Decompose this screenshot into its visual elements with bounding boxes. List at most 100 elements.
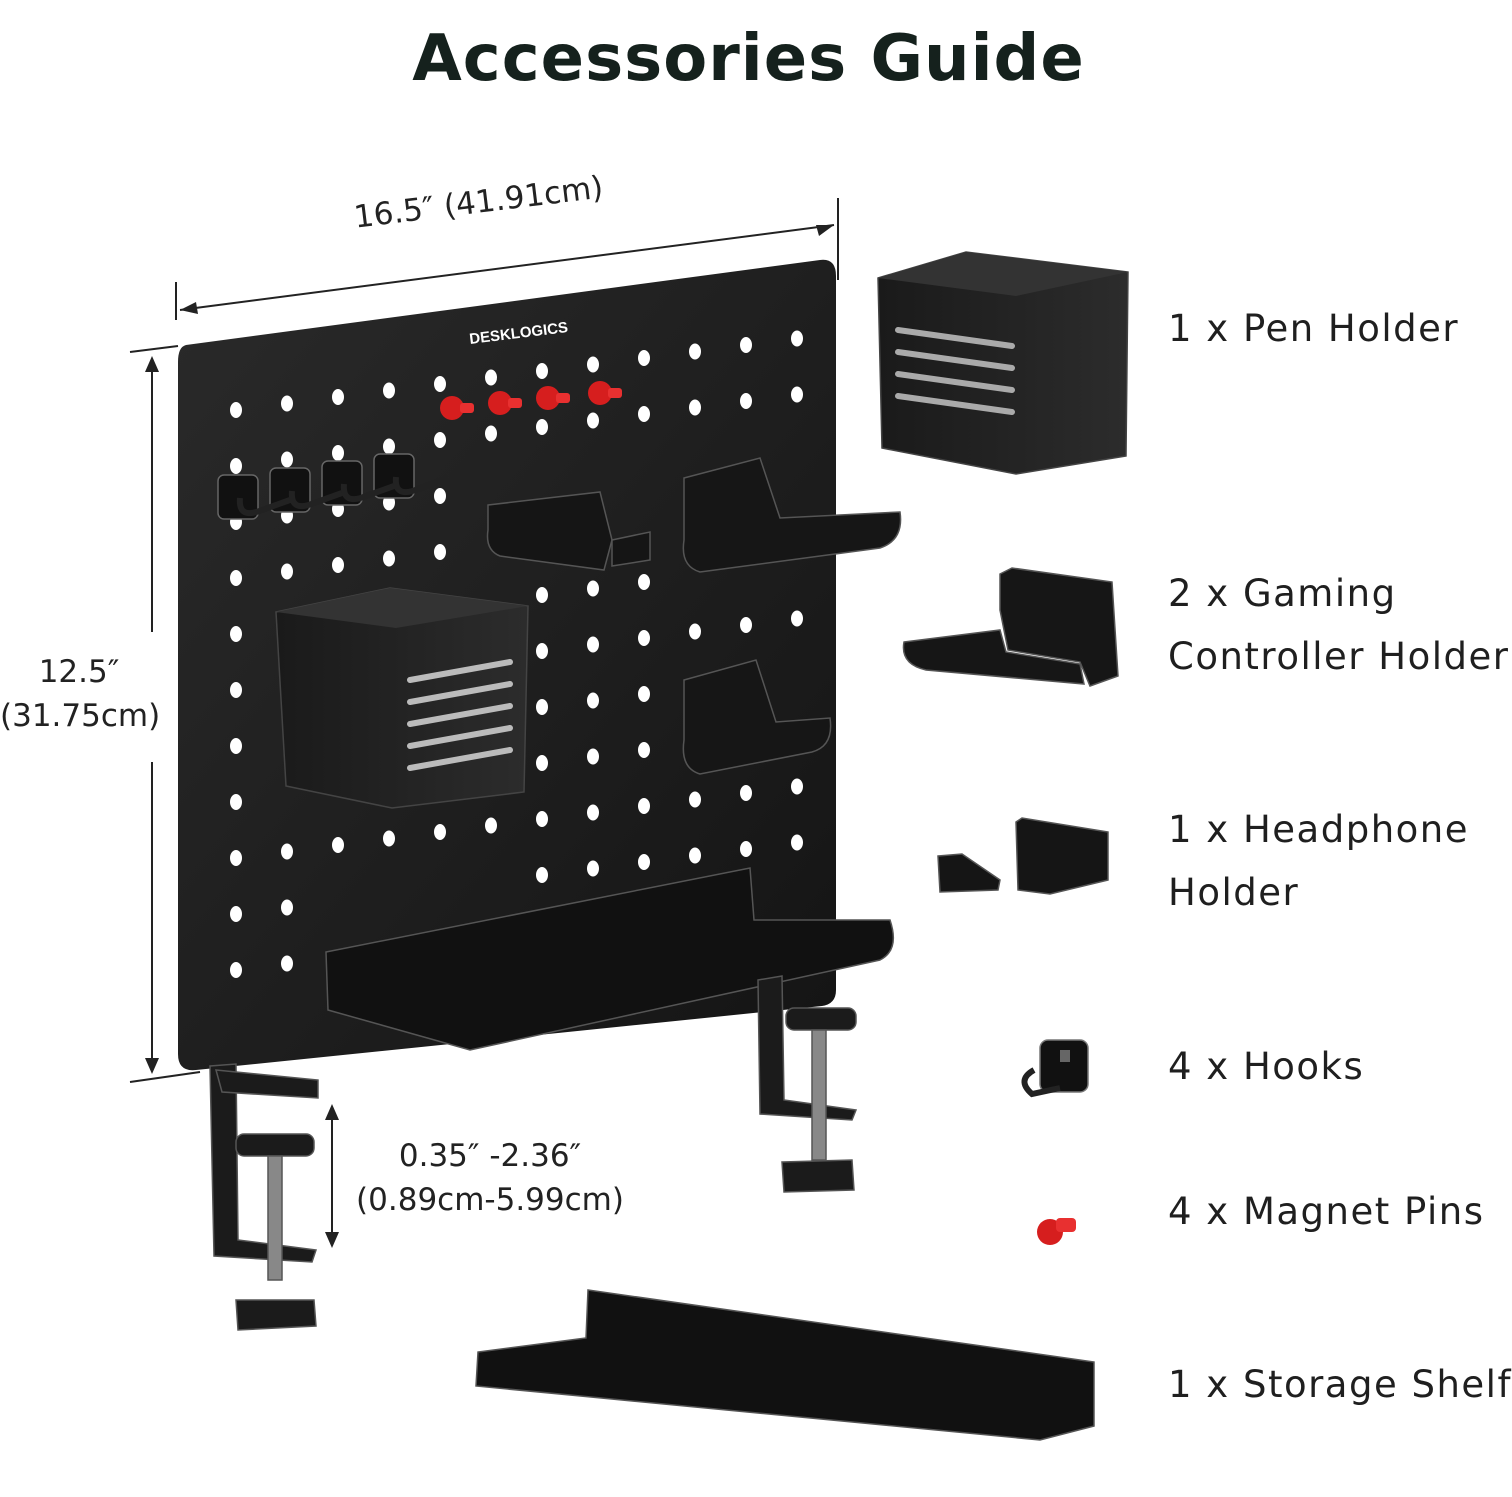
peg-hole: [230, 570, 242, 586]
board-storage-shelf: [325, 867, 895, 1051]
peg-hole: [740, 393, 752, 409]
peg-hole: [791, 834, 803, 851]
peg-hole: [638, 798, 650, 814]
height-dimension-line1: 12.5″: [38, 654, 120, 690]
peg-hole: [281, 451, 293, 468]
peg-hole: [638, 854, 650, 870]
peg-hole: [230, 906, 242, 922]
clamp-range-label: 0.35″ -2.36″ (0.89cm-5.99cm): [350, 1134, 630, 1222]
magnet-pin-icon: [1037, 1218, 1076, 1245]
accessory-text: 4 x Hooks: [1168, 1045, 1365, 1088]
peg-hole: [638, 686, 650, 702]
peg-hole: [689, 847, 701, 864]
pen-holder-icon: [877, 251, 1129, 475]
board-controller-holder-bottom: [682, 659, 832, 775]
board-hooks: [217, 453, 450, 520]
peg-hole: [638, 350, 650, 366]
accessory-text: Controller Holder: [1168, 635, 1510, 678]
board-magnet-pins: [440, 381, 622, 420]
height-dimension-label: 12.5″ (31.75cm): [0, 650, 161, 738]
peg-hole: [332, 445, 344, 461]
accessory-label-magnet-pins: 4 x Magnet Pins: [1168, 1180, 1485, 1243]
peg-hole: [536, 699, 548, 715]
peg-hole: [638, 406, 650, 422]
peg-hole: [587, 636, 599, 653]
peg-hole: [536, 755, 548, 771]
peg-hole: [281, 843, 293, 860]
peg-hole: [332, 837, 344, 853]
peg-hole: [689, 791, 701, 808]
peg-hole: [383, 382, 395, 399]
peg-hole: [281, 955, 293, 972]
peg-hole: [230, 458, 242, 474]
board-headphone-holder: [486, 491, 651, 571]
clamp-range-line2: (0.89cm-5.99cm): [356, 1182, 624, 1218]
peg-hole: [434, 824, 446, 840]
page-title: Accessories Guide: [412, 22, 1085, 96]
peg-hole: [434, 544, 446, 560]
peg-hole: [230, 402, 242, 418]
peg-hole: [587, 748, 599, 765]
peg-hole: [281, 899, 293, 916]
accessory-label-controller-holder: 2 x Gaming Controller Holder: [1168, 562, 1509, 688]
peg-hole: [587, 692, 599, 709]
peg-hole: [791, 386, 803, 403]
peg-hole: [485, 369, 497, 386]
peg-hole: [587, 412, 599, 429]
peg-hole: [587, 356, 599, 373]
peg-hole: [740, 617, 752, 633]
peg-hole: [383, 438, 395, 455]
peg-hole: [230, 962, 242, 978]
peg-hole: [791, 610, 803, 627]
peg-hole: [536, 363, 548, 379]
headphone-holder-icon: [937, 817, 1109, 895]
peg-hole: [791, 778, 803, 795]
peg-hole: [230, 682, 242, 698]
controller-holder-icon: [902, 567, 1119, 687]
peg-hole: [587, 804, 599, 821]
peg-hole: [485, 425, 497, 442]
peg-hole: [383, 830, 395, 847]
accessory-text: Holder: [1168, 871, 1300, 914]
accessory-label-pen-holder: 1 x Pen Holder: [1168, 297, 1459, 360]
peg-hole: [638, 742, 650, 758]
peg-hole: [536, 811, 548, 827]
accessory-text: 1 x Storage Shelf: [1168, 1363, 1512, 1406]
accessory-label-headphone-holder: 1 x Headphone Holder: [1168, 798, 1469, 924]
peg-hole: [638, 630, 650, 646]
hook-icon: [1021, 1039, 1089, 1098]
height-dimension-line: [129, 345, 201, 1083]
accessory-text: 1 x Headphone: [1168, 808, 1469, 851]
height-dimension-line2: (31.75cm): [0, 698, 161, 734]
peg-hole: [230, 738, 242, 754]
peg-hole: [740, 785, 752, 801]
peg-hole: [587, 580, 599, 597]
peg-hole: [281, 563, 293, 580]
peg-hole: [383, 550, 395, 567]
peg-hole: [536, 643, 548, 659]
peg-holes: [230, 330, 803, 978]
accessory-text: 4 x Magnet Pins: [1168, 1190, 1485, 1233]
peg-hole: [332, 557, 344, 573]
peg-hole: [434, 432, 446, 448]
board-controller-holder-top: [682, 457, 902, 573]
peg-hole: [689, 623, 701, 640]
board-pen-holder: [275, 587, 529, 809]
peg-hole: [434, 376, 446, 392]
accessory-text: 2 x Gaming: [1168, 572, 1397, 615]
peg-hole: [536, 419, 548, 435]
storage-shelf-icon: [475, 1289, 1095, 1441]
width-dimension-line: [175, 198, 839, 320]
clamp-range-dimension-line: [325, 1104, 339, 1248]
peg-hole: [740, 841, 752, 857]
peg-hole: [587, 860, 599, 877]
peg-hole: [230, 850, 242, 866]
peg-hole: [230, 626, 242, 642]
desk-clamps: [209, 975, 858, 1331]
accessory-label-hooks: 4 x Hooks: [1168, 1035, 1364, 1098]
peg-hole: [536, 867, 548, 883]
peg-hole: [638, 574, 650, 590]
peg-hole: [434, 488, 446, 504]
accessory-text: 1 x Pen Holder: [1168, 307, 1460, 350]
